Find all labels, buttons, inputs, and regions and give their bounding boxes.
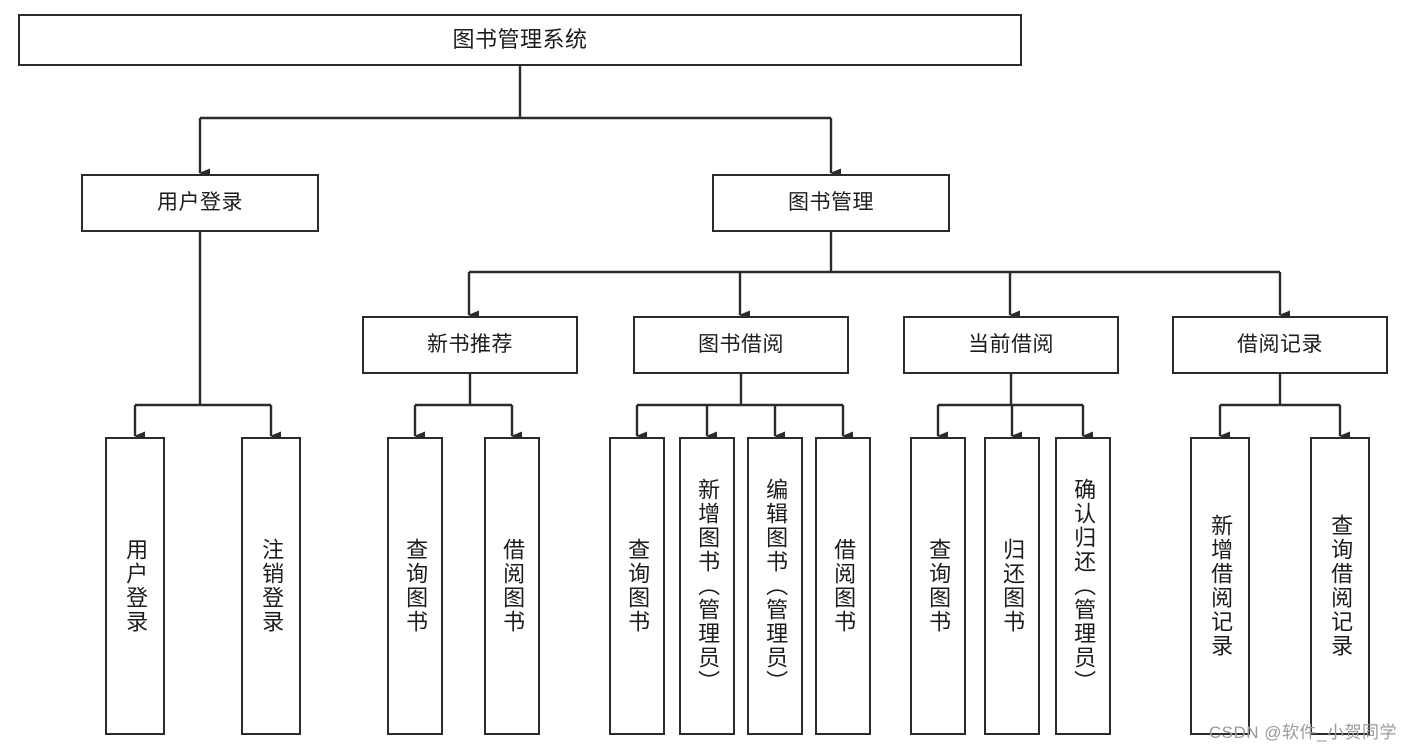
node-book-borrow[interactable]: 图书借阅 — [633, 316, 849, 374]
node-book-manage[interactable]: 图书管理 — [712, 174, 950, 232]
node-leaf-edit-book-label: 编辑图书（管理员） — [763, 478, 789, 694]
node-leaf-user-logout[interactable]: 注销登录 — [241, 437, 301, 735]
tree-edges — [133, 66, 1350, 441]
node-leaf-add-record-label: 新增借阅记录 — [1208, 514, 1234, 658]
node-new-book-recommend[interactable]: 新书推荐 — [362, 316, 578, 374]
node-current-borrow[interactable]: 当前借阅 — [903, 316, 1119, 374]
node-user-login-label: 用户登录 — [157, 190, 243, 214]
node-leaf-borrow-book-1[interactable]: 借阅图书 — [484, 437, 540, 735]
node-leaf-query-book-1-label: 查询图书 — [403, 538, 429, 634]
node-user-login[interactable]: 用户登录 — [81, 174, 319, 232]
csdn-watermark: CSDN @软件_小贺同学 — [1208, 723, 1397, 742]
node-root-label: 图书管理系统 — [452, 27, 588, 53]
node-borrow-record-label: 借阅记录 — [1237, 332, 1323, 356]
node-leaf-borrow-book-2[interactable]: 借阅图书 — [815, 437, 871, 735]
node-leaf-borrow-book-2-label: 借阅图书 — [831, 538, 857, 634]
node-leaf-user-login-label: 用户登录 — [123, 538, 149, 634]
node-borrow-record[interactable]: 借阅记录 — [1172, 316, 1388, 374]
node-leaf-add-record[interactable]: 新增借阅记录 — [1190, 437, 1250, 735]
node-leaf-user-login[interactable]: 用户登录 — [105, 437, 165, 735]
node-leaf-query-record[interactable]: 查询借阅记录 — [1310, 437, 1370, 735]
node-leaf-query-book-2-label: 查询图书 — [625, 538, 651, 634]
node-leaf-query-book-3[interactable]: 查询图书 — [910, 437, 966, 735]
node-book-manage-label: 图书管理 — [788, 190, 874, 214]
node-leaf-add-book-label: 新增图书（管理员） — [695, 478, 721, 694]
node-leaf-return-book[interactable]: 归还图书 — [984, 437, 1040, 735]
node-leaf-query-book-2[interactable]: 查询图书 — [609, 437, 665, 735]
node-leaf-query-record-label: 查询借阅记录 — [1328, 514, 1354, 658]
node-leaf-confirm-return[interactable]: 确认归还（管理员） — [1055, 437, 1111, 735]
node-leaf-edit-book[interactable]: 编辑图书（管理员） — [747, 437, 803, 735]
node-leaf-query-book-3-label: 查询图书 — [926, 538, 952, 634]
node-leaf-borrow-book-1-label: 借阅图书 — [500, 538, 526, 634]
node-leaf-add-book[interactable]: 新增图书（管理员） — [679, 437, 735, 735]
node-new-book-recommend-label: 新书推荐 — [427, 332, 513, 356]
node-leaf-return-book-label: 归还图书 — [1000, 538, 1026, 634]
node-book-borrow-label: 图书借阅 — [698, 332, 784, 356]
node-current-borrow-label: 当前借阅 — [968, 332, 1054, 356]
node-leaf-user-logout-label: 注销登录 — [259, 538, 285, 634]
node-leaf-confirm-return-label: 确认归还（管理员） — [1071, 478, 1097, 694]
node-leaf-query-book-1[interactable]: 查询图书 — [387, 437, 443, 735]
node-root[interactable]: 图书管理系统 — [18, 14, 1022, 66]
